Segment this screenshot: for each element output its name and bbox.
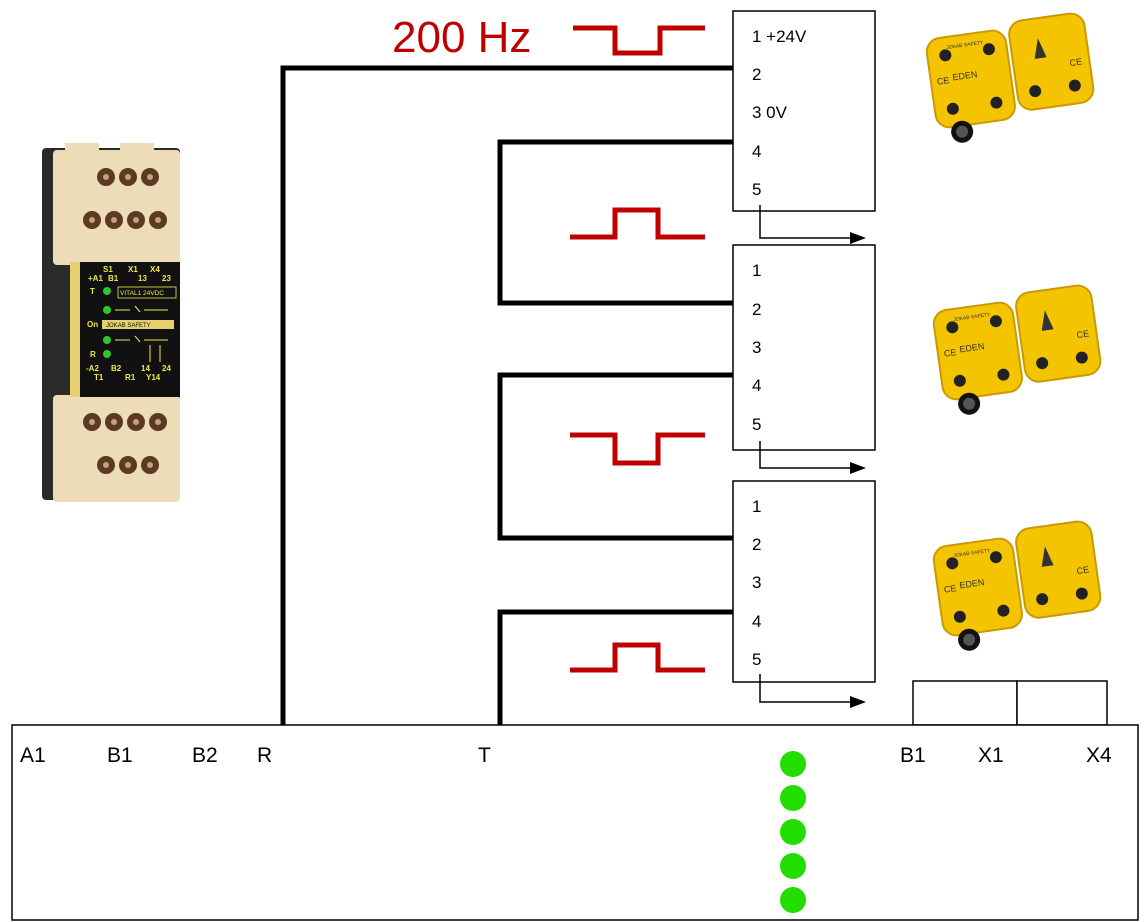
wire-sensor1-to-sensor2 <box>497 139 733 306</box>
frequency-label: 200 Hz <box>392 13 531 62</box>
pulse-1 <box>570 207 705 240</box>
pin-label: 2 <box>752 300 761 319</box>
terminal-bridge <box>912 680 1108 726</box>
pin-label: 2 <box>752 535 761 554</box>
sensor-box-2 <box>732 244 876 451</box>
sensor-box-1 <box>732 10 876 212</box>
ce-mark: CE <box>936 75 950 87</box>
safety-relay-image: S1 X1 X4 +A1 B1 13 23 T On R -A2 B2 14 2… <box>42 143 180 502</box>
sensor-brand-label: JOKAB SAFETY <box>953 548 991 559</box>
terminal-a1-label: A1 <box>20 744 46 767</box>
sensor-name-label: EDEN <box>959 577 985 590</box>
output-arrow-1 <box>759 205 866 244</box>
relay-terminal-label: 23 <box>162 274 171 283</box>
sensor-name-label: EDEN <box>952 69 978 82</box>
sensor-box-3 <box>732 480 876 683</box>
relay-status-label: R <box>90 350 96 359</box>
relay-status-label: T <box>90 287 95 296</box>
relay-terminal-label: T1 <box>94 373 104 382</box>
terminal-x1-label: X1 <box>978 744 1004 767</box>
terminal-b1-right-label: B1 <box>900 744 926 767</box>
pin-label: 5 <box>752 415 761 434</box>
pin-label: 3 <box>752 573 761 592</box>
terminal-x4-label: X4 <box>1086 744 1112 767</box>
pin-label: 3 0V <box>752 103 788 122</box>
status-led <box>780 853 806 879</box>
terminal-b1-label: B1 <box>107 744 133 767</box>
ce-mark: CE <box>1069 56 1083 68</box>
relay-terminal-label: 24 <box>162 364 171 373</box>
terminal-b2-label: B2 <box>192 744 218 767</box>
relay-terminal-label: +A1 <box>88 274 103 283</box>
terminal-t-label: T <box>478 744 491 767</box>
sensor-brand-label: JOKAB SAFETY <box>953 312 991 323</box>
pulse-top <box>573 25 705 56</box>
relay-terminal-label: S1 <box>103 265 113 274</box>
relay-terminal-label: -A2 <box>86 364 99 373</box>
ce-mark: CE <box>943 347 957 359</box>
output-arrow-2 <box>759 441 866 474</box>
relay-terminal-label: B2 <box>111 364 122 373</box>
relay-terminal-label: X4 <box>150 265 160 274</box>
controller-box <box>11 724 1139 921</box>
pulse-3 <box>570 642 705 673</box>
pin-label: 1 <box>752 497 761 516</box>
status-led <box>780 819 806 845</box>
pin-label: 5 <box>752 180 761 199</box>
relay-terminal-label: R1 <box>125 373 136 382</box>
ce-mark: CE <box>1076 328 1090 340</box>
status-led <box>780 887 806 913</box>
relay-status-label: On <box>87 320 98 329</box>
sensor-device-image-3: EDEN CE CE JOKAB SAFETY <box>932 520 1102 651</box>
sensor-name-label: EDEN <box>959 341 985 354</box>
pin-label: 4 <box>752 142 761 161</box>
relay-terminal-label: B1 <box>108 274 119 283</box>
wire-r-to-sensor1 <box>280 65 733 725</box>
sensor-brand-label: JOKAB SAFETY <box>946 40 984 51</box>
relay-terminal-label: X1 <box>128 265 138 274</box>
wire-sensor2-to-sensor3 <box>497 372 733 541</box>
pulse-2 <box>570 432 705 466</box>
pin-label: 5 <box>752 650 761 669</box>
output-arrow-3 <box>759 674 866 708</box>
terminal-r-label: R <box>257 744 272 767</box>
pin-label: 1 <box>752 261 761 280</box>
pin-label: 4 <box>752 612 761 631</box>
sensor-device-image-1: EDEN CE CE JOKAB SAFETY <box>925 12 1095 143</box>
relay-model-label: VITAL1 24VDC <box>120 290 164 297</box>
pin-label: 3 <box>752 338 761 357</box>
ce-mark: CE <box>943 583 957 595</box>
status-led <box>780 785 806 811</box>
sensor-device-image-2: EDEN CE CE JOKAB SAFETY <box>932 284 1102 415</box>
relay-terminal-label: Y14 <box>146 373 161 382</box>
relay-terminal-label: 13 <box>138 274 147 283</box>
ce-mark: CE <box>1076 564 1090 576</box>
relay-terminal-label: 14 <box>141 364 150 373</box>
pin-label: 4 <box>752 376 761 395</box>
pin-label: 1 +24V <box>752 27 807 46</box>
pin-label: 2 <box>752 65 761 84</box>
wire-sensor3-to-t <box>497 609 733 725</box>
relay-brand-label: JOKAB SAFETY <box>106 323 151 329</box>
status-led <box>780 751 806 777</box>
